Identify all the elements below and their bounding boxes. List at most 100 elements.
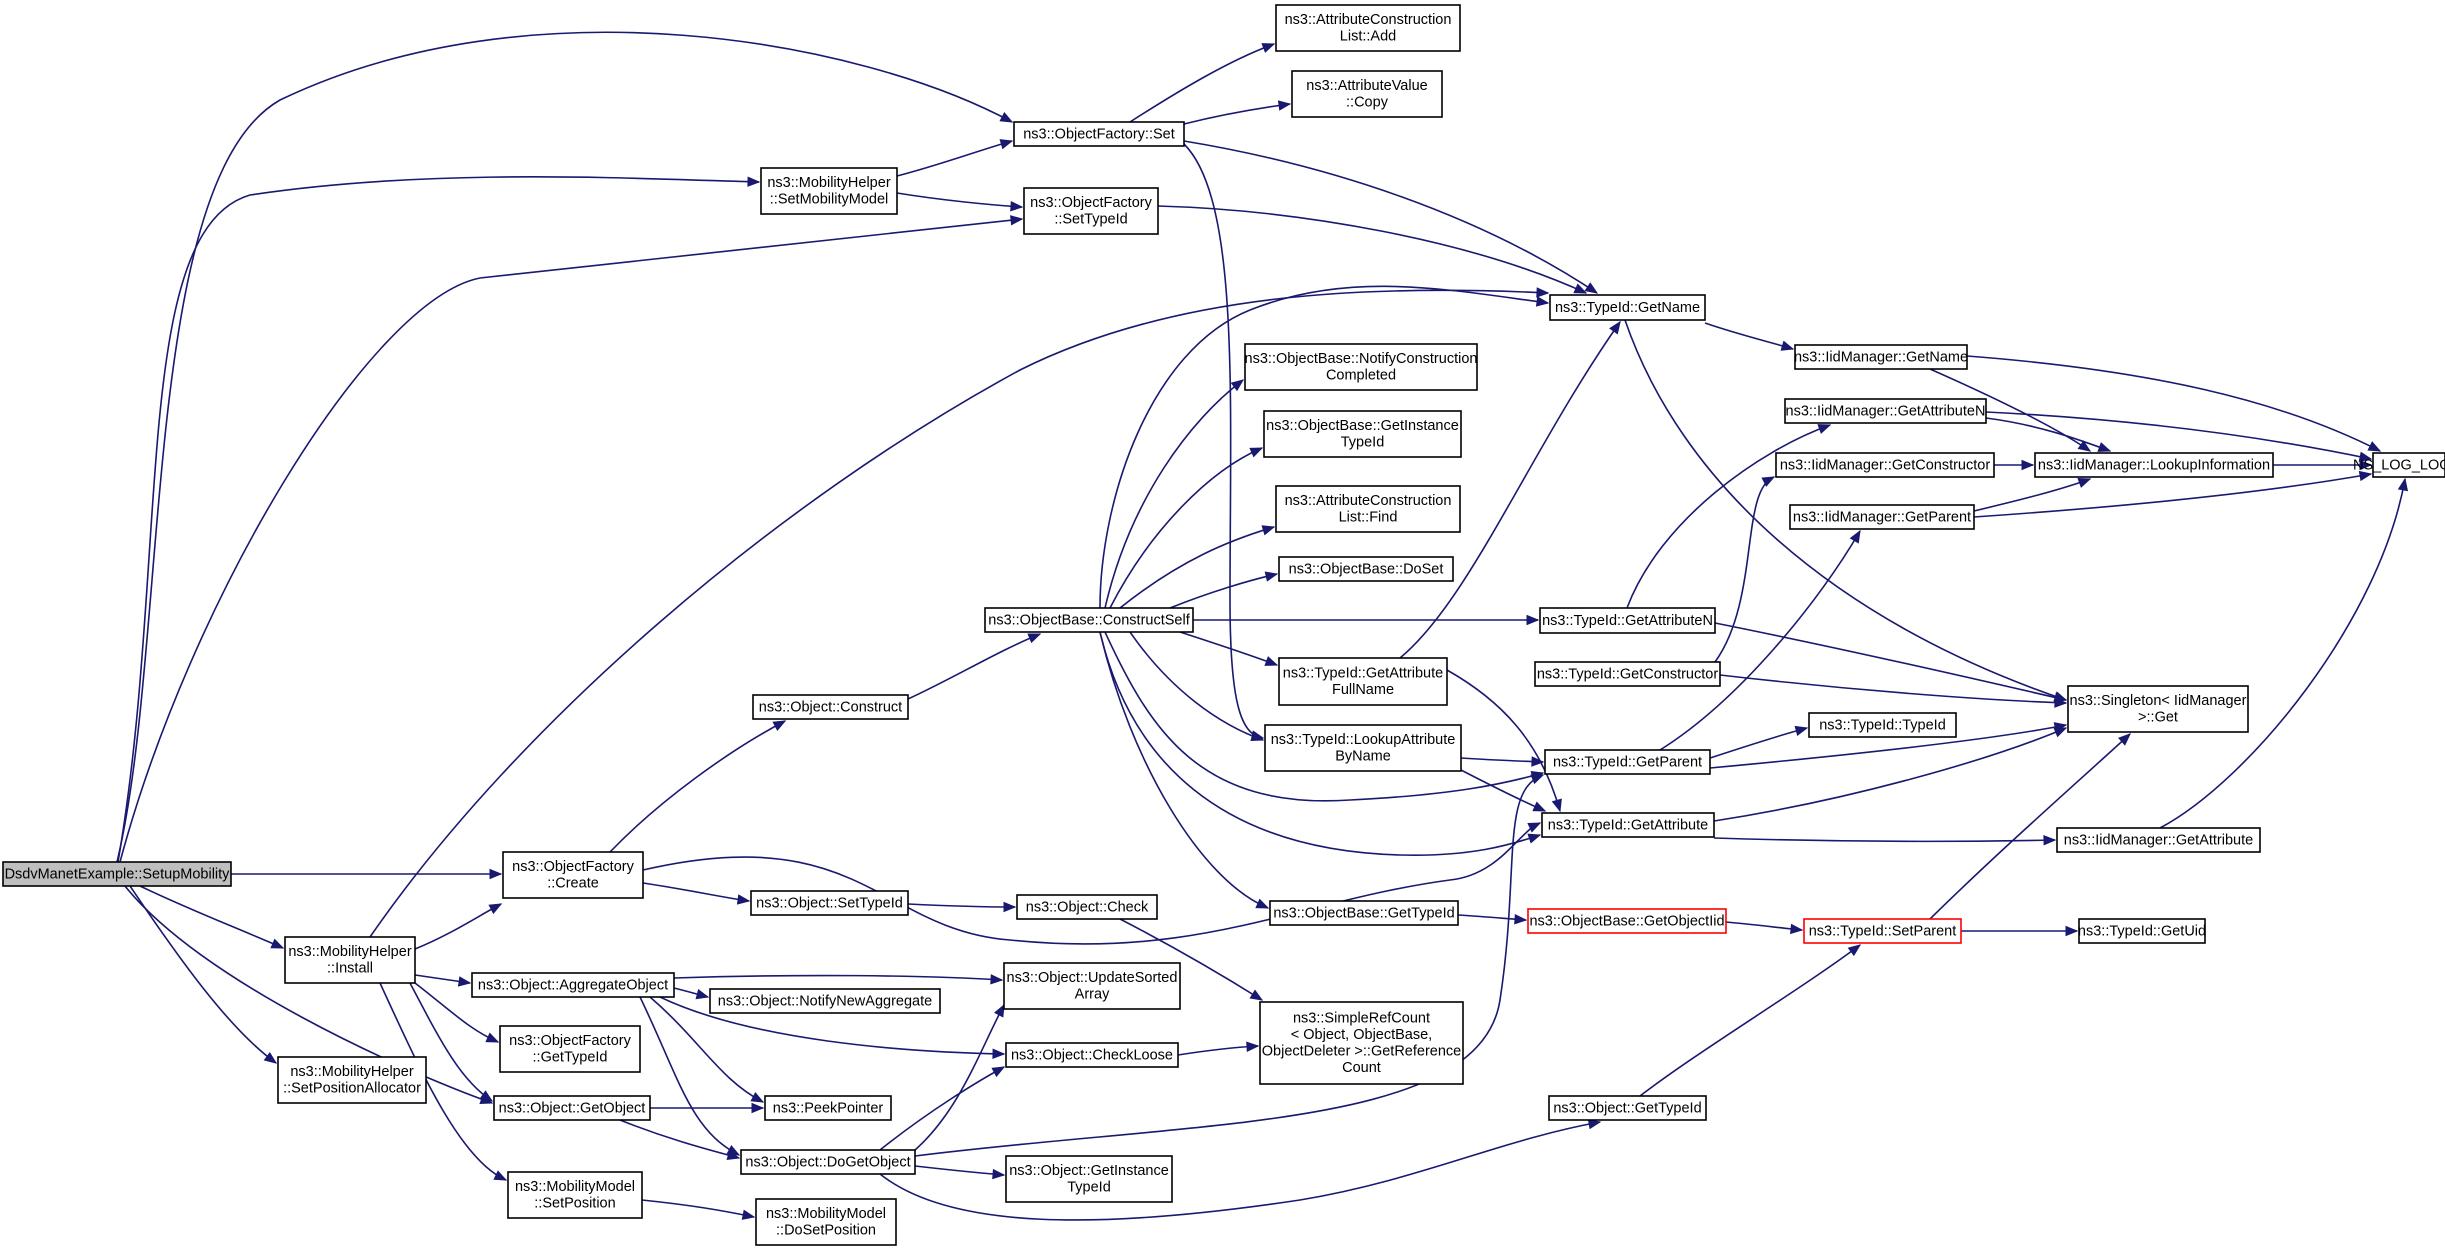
edge-line xyxy=(1624,319,2067,701)
node-label-line: ns3::ObjectBase::ConstructSelf xyxy=(988,612,1190,628)
edge-arrowhead xyxy=(999,112,1014,123)
edge-line xyxy=(1183,143,1264,739)
call-edge-mh_install--of_create xyxy=(414,903,503,950)
function-node-mm-setposition[interactable]: ns3::MobilityModel::SetPosition xyxy=(507,1171,643,1219)
function-node-peekpointer[interactable]: ns3::PeekPointer xyxy=(764,1095,892,1121)
call-edge-typeid_getparent--typeid_typeid xyxy=(1709,725,1809,759)
edge-arrowhead xyxy=(2397,477,2409,492)
function-node-iid-getattributen[interactable]: ns3::IidManager::GetAttributeN xyxy=(1784,398,1987,424)
edge-arrowhead xyxy=(1264,571,1279,582)
edge-line xyxy=(609,720,786,853)
function-node-typeid-getname[interactable]: ns3::TypeId::GetName xyxy=(1549,294,1706,321)
function-node-object-notifynewaggregate[interactable]: ns3::Object::NotifyNewAggregate xyxy=(709,988,941,1014)
function-node-object-checkloose[interactable]: ns3::Object::CheckLoose xyxy=(1005,1042,1179,1068)
call-edge-object_checkloose--simplerefcount xyxy=(1177,1041,1260,1056)
node-box xyxy=(750,890,909,916)
node-label-line: ns3::ObjectBase::GetObjectIid xyxy=(1529,913,1724,929)
edge-arrowhead xyxy=(485,1032,500,1043)
node-box xyxy=(709,988,941,1014)
edge-arrowhead xyxy=(2358,470,2373,482)
edge-arrowhead xyxy=(1246,1041,1260,1052)
function-node-object-settypeid[interactable]: ns3::Object::SetTypeId xyxy=(750,890,909,916)
function-node-object-gettypeid[interactable]: ns3::Object::GetTypeId xyxy=(1548,1095,1707,1121)
function-node-ob-getobjectiid[interactable]: ns3::ObjectBase::GetObjectIid xyxy=(1527,908,1727,934)
function-node-typeid-typeid[interactable]: ns3::TypeId::TypeId xyxy=(1808,712,1957,738)
edge-line xyxy=(409,982,493,1102)
node-box xyxy=(499,1025,641,1073)
node-box xyxy=(1005,1155,1173,1203)
edge-line xyxy=(1099,285,1549,609)
function-node-iid-getparent[interactable]: ns3::IidManager::GetParent xyxy=(1789,504,1975,530)
node-label-line: ns3::Object::GetInstance xyxy=(1009,1163,1169,1179)
function-node-ob-gettypeid[interactable]: ns3::ObjectBase::GetTypeId xyxy=(1269,900,1459,926)
function-node-setupmobility[interactable]: DsdvManetExample::SetupMobility xyxy=(2,861,232,887)
edge-arrowhead xyxy=(1249,447,1264,458)
edge-arrowhead xyxy=(1264,656,1279,666)
function-node-iid-getconstructor[interactable]: ns3::IidManager::GetConstructor xyxy=(1775,452,1995,478)
node-label-line: ::DoSetPosition xyxy=(776,1223,876,1239)
function-node-ob-notifyconstruction[interactable]: ns3::ObjectBase::NotifyConstructionCompl… xyxy=(1244,343,1478,391)
edge-line xyxy=(1399,321,1621,659)
node-box xyxy=(2034,452,2274,478)
function-node-typeid-getparent[interactable]: ns3::TypeId::GetParent xyxy=(1544,749,1711,775)
call-edge-object_getobject--object_dogetobject xyxy=(619,1119,741,1160)
call-edge-iid_getparent--ns_log_logic xyxy=(1973,470,2373,518)
function-node-of-settypeid[interactable]: ns3::ObjectFactory::SetTypeId xyxy=(1023,187,1159,235)
function-node-object-check[interactable]: ns3::Object::Check xyxy=(1016,894,1158,920)
function-node-singleton-get[interactable]: ns3::Singleton< IidManager>::Get xyxy=(2067,685,2249,733)
function-node-of-create[interactable]: ns3::ObjectFactory::Create xyxy=(502,851,644,899)
function-node-ob-doset[interactable]: ns3::ObjectBase::DoSet xyxy=(1278,556,1454,582)
edge-arrowhead xyxy=(1526,614,1540,626)
function-node-mh-setmobilitymodel[interactable]: ns3::MobilityHelper::SetMobilityModel xyxy=(760,167,898,215)
function-node-object-construct[interactable]: ns3::Object::Construct xyxy=(752,694,909,720)
function-node-iid-getname[interactable]: ns3::IidManager::GetName xyxy=(1794,344,1968,370)
function-node-typeid-getattributen[interactable]: ns3::TypeId::GetAttributeN xyxy=(1539,607,1716,634)
edge-line xyxy=(1169,573,1278,609)
call-edge-object_check--simplerefcount xyxy=(1119,918,1264,1001)
edge-arrowhead xyxy=(1527,822,1542,833)
function-node-iid-lookupinformation[interactable]: ns3::IidManager::LookupInformation xyxy=(2034,452,2274,478)
function-node-of-gettypeid[interactable]: ns3::ObjectFactory::GetTypeId xyxy=(499,1025,641,1073)
function-node-object-getobject[interactable]: ns3::Object::GetObject xyxy=(493,1095,651,1121)
function-node-object-aggregateobject[interactable]: ns3::Object::AggregateObject xyxy=(471,972,675,998)
function-node-iid-getattribute[interactable]: ns3::IidManager::GetAttribute xyxy=(2056,827,2261,853)
function-node-ob-constructself[interactable]: ns3::ObjectBase::ConstructSelf xyxy=(984,607,1194,633)
function-node-ns-log-logic[interactable]: NS_LOG_LOGIC xyxy=(2353,452,2445,478)
call-edge-typeid_setparent--singleton_get xyxy=(1929,733,2131,920)
call-edge-ob_constructself--typeid_getattributefullname xyxy=(1179,631,1279,666)
edge-line xyxy=(914,1004,1005,1151)
edge-arrowhead xyxy=(1584,282,1599,294)
call-edge-typeid_getattributen--iid_getattributen xyxy=(1626,424,1832,609)
edge-line xyxy=(117,176,760,863)
node-box xyxy=(760,167,898,215)
function-node-typeid-setparent[interactable]: ns3::TypeId::SetParent xyxy=(1803,918,1962,944)
function-node-simplerefcount[interactable]: ns3::SimpleRefCount< Object, ObjectBase,… xyxy=(1259,1001,1464,1085)
call-edge-ob_constructself--acl_find xyxy=(1119,525,1276,609)
function-node-typeid-getattribute[interactable]: ns3::TypeId::GetAttribute xyxy=(1541,812,1715,838)
edge-line xyxy=(1460,757,1544,763)
function-node-typeid-getconstructor[interactable]: ns3::TypeId::GetConstructor xyxy=(1534,661,1721,687)
function-node-object-dogetobject[interactable]: ns3::Object::DoGetObject xyxy=(740,1149,916,1175)
function-node-av-copy[interactable]: ns3::AttributeValue::Copy xyxy=(1291,70,1443,118)
function-node-mh-install[interactable]: ns3::MobilityHelper::Install xyxy=(284,936,416,984)
node-label-line: ns3::TypeId::LookupAttribute xyxy=(1271,732,1456,748)
call-edge-object_gettypeid--typeid_setparent xyxy=(1639,944,1862,1097)
edge-arrowhead xyxy=(1780,340,1795,351)
function-node-typeid-getuid[interactable]: ns3::TypeId::GetUid xyxy=(2078,918,2206,944)
node-label-line: ns3::TypeId::GetName xyxy=(1555,300,1700,316)
function-node-mm-dosetposition[interactable]: ns3::MobilityModel::DoSetPosition xyxy=(755,1198,897,1246)
call-edge-iid_getparent--iid_lookupinformation xyxy=(1973,477,2092,512)
edge-arrowhead xyxy=(263,1052,278,1064)
edge-arrowhead xyxy=(2077,440,2092,452)
node-label-line: FullName xyxy=(1332,682,1394,698)
function-node-mh-setpositionallocator[interactable]: ns3::MobilityHelper::SetPositionAllocato… xyxy=(277,1056,427,1104)
function-node-of-set[interactable]: ns3::ObjectFactory::Set xyxy=(1013,121,1185,147)
node-label-line: ns3::TypeId::GetAttribute xyxy=(1548,817,1708,833)
